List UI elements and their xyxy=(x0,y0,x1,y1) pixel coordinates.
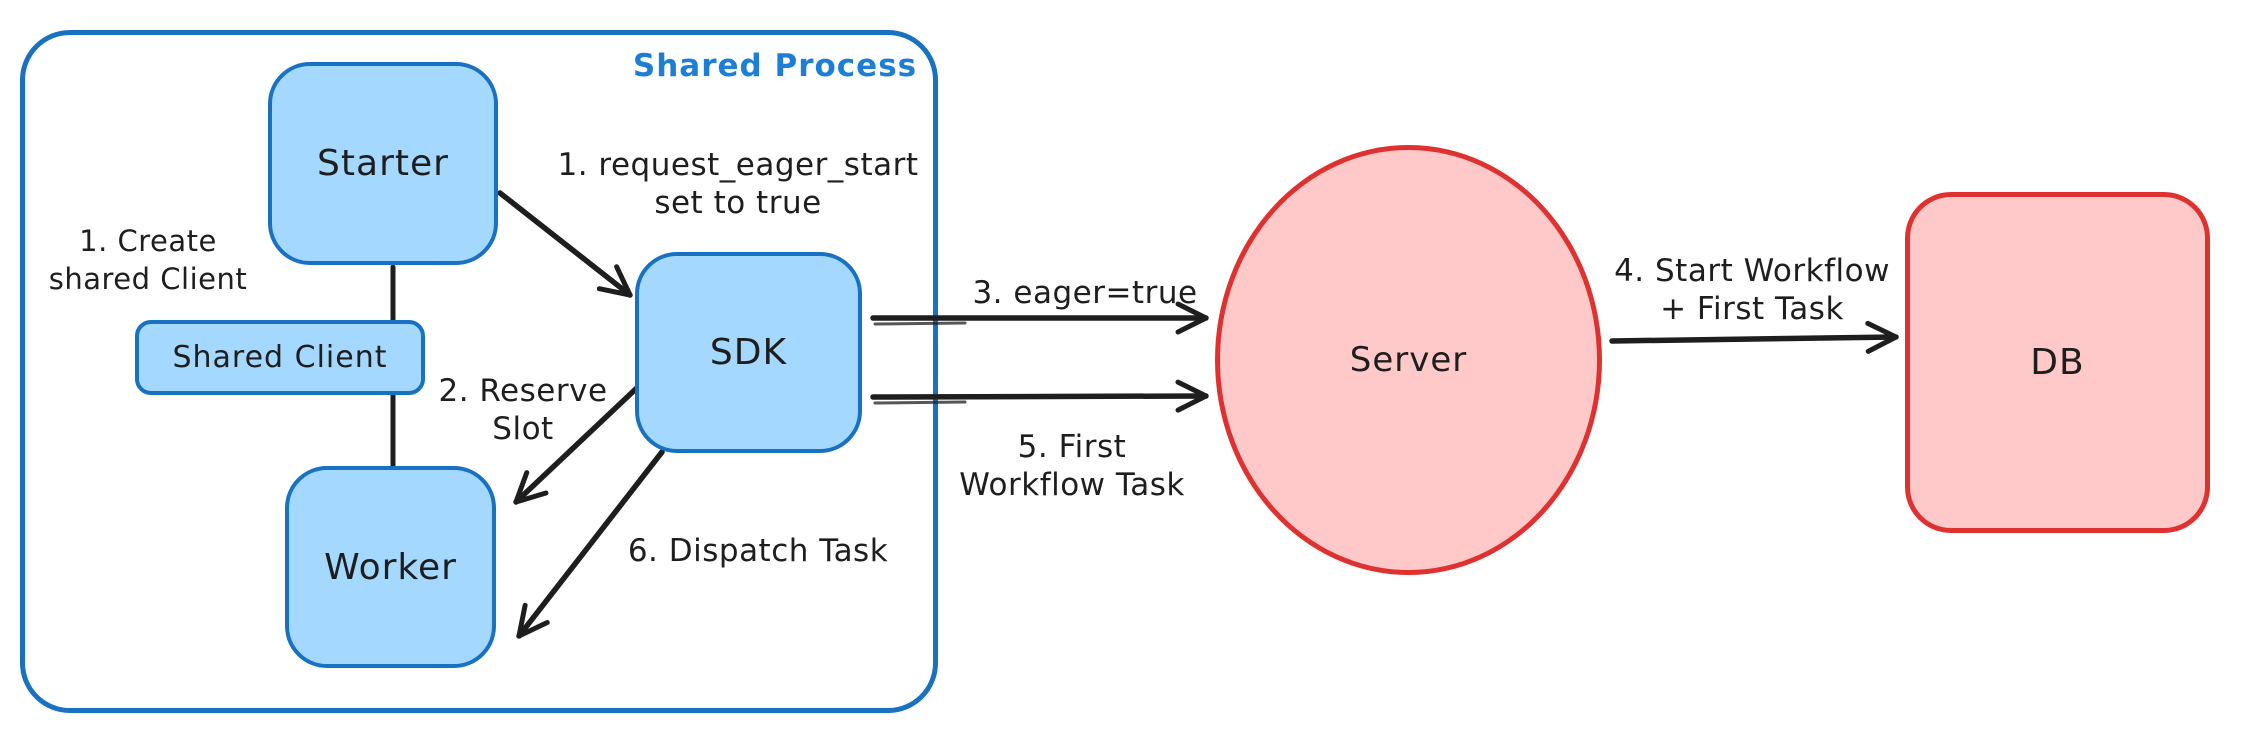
annotation-dispatch-task: 6. Dispatch Task xyxy=(627,533,889,569)
node-worker: Worker xyxy=(285,466,496,668)
node-shared-client-label: Shared Client xyxy=(172,340,388,375)
node-shared-client: Shared Client xyxy=(135,320,425,395)
node-starter-label: Starter xyxy=(317,143,449,184)
node-worker-label: Worker xyxy=(324,546,457,588)
node-server-label: Server xyxy=(1349,340,1468,380)
node-starter: Starter xyxy=(268,62,498,265)
annotation-first-workflow-task: 5. First Workflow Task xyxy=(959,429,1185,503)
arrow-server-to-db xyxy=(1609,320,1899,354)
node-db: DB xyxy=(1905,192,2210,533)
shared-process-label: Shared Process xyxy=(632,48,918,84)
annotation-reserve-slot: 2. Reserve Slot xyxy=(438,373,608,447)
shared-process-container xyxy=(20,30,938,713)
annotation-eager-true: 3. eager=true xyxy=(972,275,1198,311)
node-sdk-label: SDK xyxy=(709,332,788,373)
annotation-create-shared-client: 1. Create shared Client xyxy=(48,224,248,296)
node-db-label: DB xyxy=(2030,342,2085,383)
node-server: Server xyxy=(1215,145,1602,575)
annotation-start-workflow: 4. Start Workflow + First Task xyxy=(1614,253,1890,327)
annotation-request-eager-start: 1. request_eager_start set to true xyxy=(557,147,919,221)
node-sdk: SDK xyxy=(635,252,862,453)
